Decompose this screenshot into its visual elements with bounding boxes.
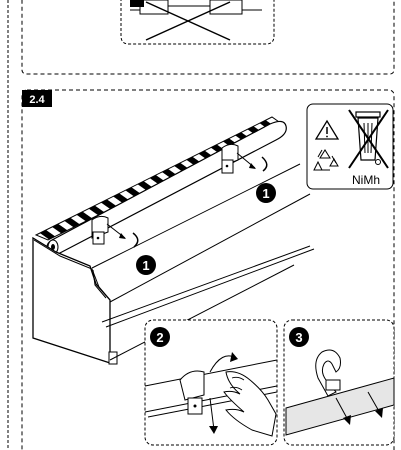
blind-housing (32, 116, 315, 365)
step-1-callout-right: 1 (256, 183, 276, 203)
detail-panel-step-3: 3 (283, 319, 395, 446)
top-panel (21, 0, 395, 75)
step-1-callout-left: 1 (136, 255, 156, 275)
detail-panel-step-2: 2 (144, 319, 278, 446)
disposal-icon-box: NiMh (306, 103, 394, 190)
crossed-out-wheelie-bin-icon (348, 109, 389, 169)
recycle-icon (313, 149, 339, 171)
svg-text:3: 3 (295, 330, 302, 345)
clip-left (91, 215, 109, 245)
section-label-badge (22, 90, 52, 107)
clip-right (221, 143, 239, 174)
svg-text:1: 1 (142, 258, 149, 273)
crossed-connector-icon (130, 0, 262, 41)
svg-text:1: 1 (262, 186, 269, 201)
detached-clip (315, 349, 341, 397)
step-panel: 2.4 (21, 89, 395, 450)
section-label: 2.4 (29, 94, 45, 106)
svg-text:2: 2 (156, 330, 163, 345)
warning-triangle-icon (314, 119, 340, 140)
battery-type-label: NiMh (352, 173, 380, 187)
